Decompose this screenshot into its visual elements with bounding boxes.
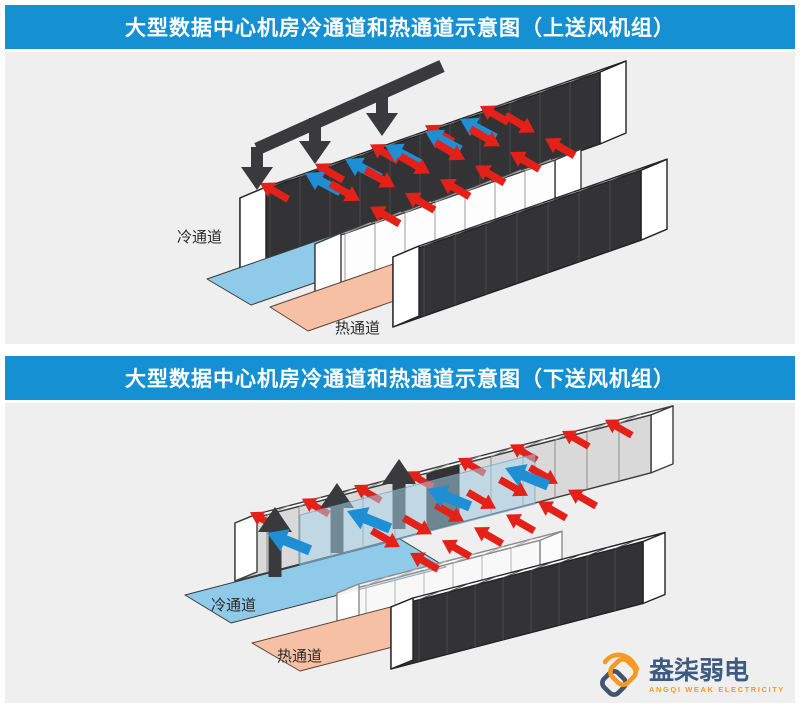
overhead-supply-duct-arrow bbox=[241, 60, 445, 190]
section-title-text-bottom: 大型数据中心机房冷通道和热通道示意图（下送风机组） bbox=[125, 368, 675, 391]
hot-aisle-label: 热通道 bbox=[335, 320, 380, 337]
section-title-bar-top: 大型数据中心机房冷通道和热通道示意图（上送风机组） bbox=[5, 5, 795, 49]
rack-row-front bbox=[390, 531, 666, 670]
diagram-bottom-supply: 冷通道 热通道 盎柒弱电 ANGQI WEAK ELECTRICITY bbox=[5, 403, 795, 703]
logo: 盎柒弱电 ANGQI WEAK ELECTRICITY bbox=[595, 652, 785, 700]
section-top-air-supply: 大型数据中心机房冷通道和热通道示意图（上送风机组） 冷通道 热通道 bbox=[5, 5, 795, 344]
cold-aisle-label: 冷通道 bbox=[211, 597, 256, 614]
rack-row-front bbox=[392, 158, 668, 328]
hot-aisle-label: 热通道 bbox=[277, 648, 322, 665]
diagram-top-supply: 冷通道 热通道 bbox=[5, 52, 795, 344]
section-title-bar-bottom: 大型数据中心机房冷通道和热通道示意图（下送风机组） bbox=[5, 356, 795, 400]
section-title-text-top: 大型数据中心机房冷通道和热通道示意图（上送风机组） bbox=[125, 17, 675, 40]
logo-name: 盎柒弱电 bbox=[648, 657, 749, 686]
section-bottom-air-supply: 大型数据中心机房冷通道和热通道示意图（下送风机组） 冷通道 热通道 bbox=[5, 356, 795, 703]
isometric-scene-bottom-supply: 冷通道 热通道 bbox=[184, 405, 674, 672]
logo-icon bbox=[599, 652, 640, 697]
logo-tagline: ANGQI WEAK ELECTRICITY bbox=[648, 684, 785, 694]
isometric-scene-top-supply: 冷通道 热通道 bbox=[177, 60, 668, 337]
cold-aisle-label: 冷通道 bbox=[177, 229, 222, 246]
